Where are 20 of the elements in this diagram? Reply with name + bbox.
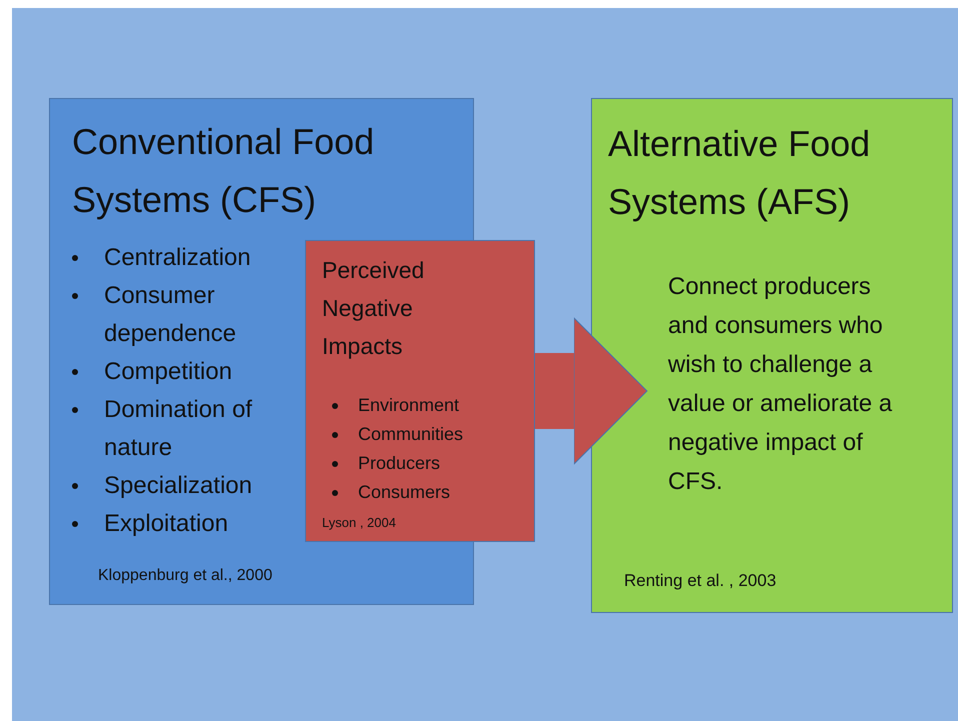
list-item: Centralization bbox=[104, 243, 252, 273]
list-item: Specialization bbox=[104, 471, 254, 501]
heading: Alternative Food Systems (AFS) bbox=[608, 122, 872, 224]
impacts-box bbox=[305, 240, 535, 542]
list-item: Consumers bbox=[358, 481, 452, 504]
block-arrow bbox=[534, 318, 648, 464]
description: Connect producers and consumers who wish to challenge a value or ameliorate a negative impact of CFS. bbox=[668, 272, 894, 497]
list-item: Exploitation bbox=[104, 509, 230, 539]
citation: Lyson , 2004 bbox=[322, 515, 396, 530]
heading: Perceived Negative Impacts bbox=[322, 256, 426, 361]
heading: Conventional Food Systems (CFS) bbox=[72, 120, 376, 222]
citation: Renting et al. , 2003 bbox=[624, 571, 776, 591]
list-item: Consumer dependence bbox=[104, 281, 238, 349]
list-item: Competition bbox=[104, 357, 234, 387]
list-item: Environment bbox=[358, 394, 460, 417]
list-item: Producers bbox=[358, 452, 442, 475]
afs-panel bbox=[591, 98, 953, 613]
list-item: Domination of nature bbox=[104, 395, 254, 463]
list-item: Communities bbox=[358, 423, 464, 446]
citation: Kloppenburg et al., 2000 bbox=[98, 567, 272, 585]
